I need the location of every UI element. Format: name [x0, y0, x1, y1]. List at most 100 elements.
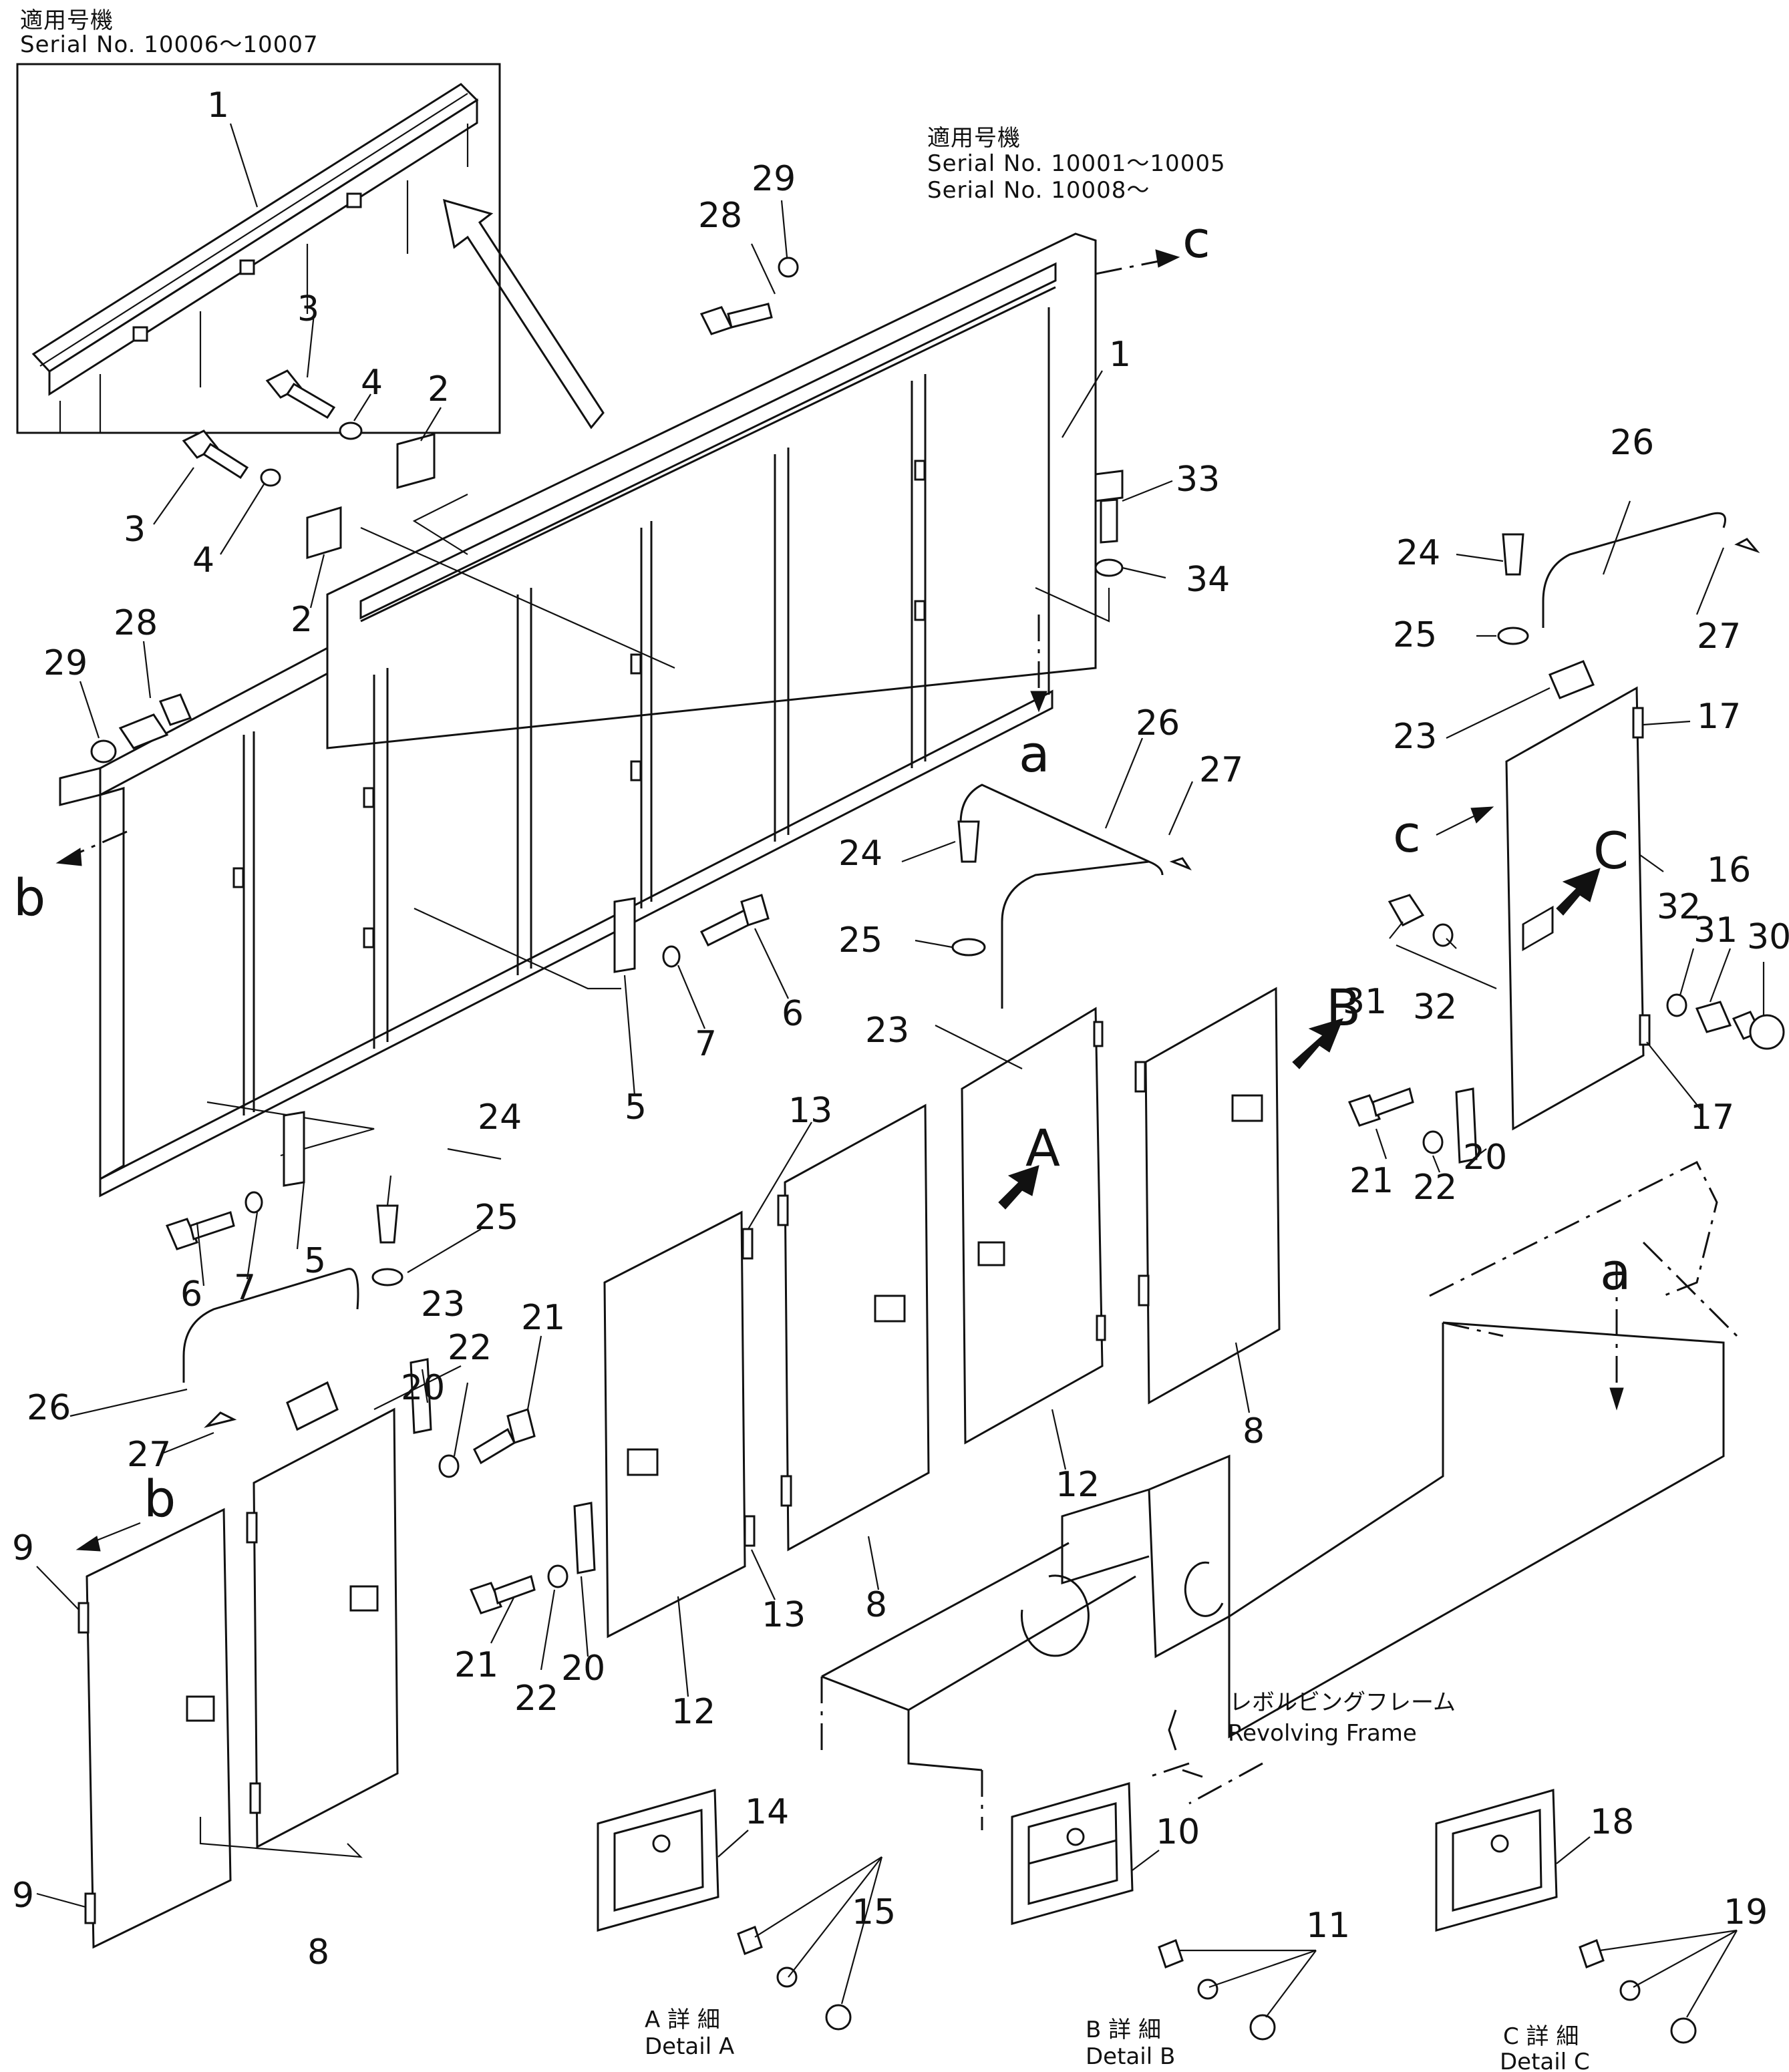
- detail-a-en: Detail A: [645, 2033, 734, 2060]
- washer-part-19: [1619, 1980, 1641, 2001]
- bolt-part-3-upper: [265, 369, 336, 419]
- callout-26: 26: [27, 1388, 71, 1428]
- callout-28: 28: [114, 603, 158, 643]
- callout-14: 14: [745, 1792, 789, 1832]
- latch-part-23: [1549, 660, 1595, 699]
- serial-header-top-center: 適用号機 Serial No. 10001～10005 Serial No. 1…: [927, 125, 1226, 204]
- main-rack-frame: [59, 232, 1097, 1198]
- callout-24: 24: [838, 834, 882, 874]
- washer-part-25: [1497, 627, 1529, 645]
- callout-3: 3: [297, 289, 319, 329]
- callout-8: 8: [1243, 1411, 1265, 1451]
- callout-20: 20: [561, 1649, 605, 1689]
- callout-22: 22: [448, 1328, 492, 1368]
- hinge-part-13: [742, 1228, 754, 1260]
- handle-recess: [874, 1294, 906, 1323]
- callout-22: 22: [1413, 1168, 1457, 1208]
- door-part-8-left-a: [77, 1508, 232, 1949]
- bolt-part-3-lower: [182, 429, 249, 480]
- bolt-part-6: [165, 1211, 235, 1250]
- callout-20: 20: [1463, 1138, 1507, 1178]
- washer-part-29: [90, 739, 117, 763]
- callout-21: 21: [454, 1645, 498, 1685]
- callout-3: 3: [124, 510, 146, 550]
- callout-7: 7: [234, 1268, 256, 1308]
- leader-lines: [36, 123, 1765, 2018]
- callout-17: 17: [1690, 1097, 1734, 1138]
- callout-31: 31: [1343, 982, 1387, 1022]
- detail-a-jp: A 詳 細: [645, 2007, 720, 2033]
- callout-19: 19: [1724, 1892, 1768, 1932]
- washer-part-22: [438, 1454, 460, 1478]
- view-arrow-b: [1292, 1018, 1343, 1069]
- nut-part-31: [1388, 894, 1425, 926]
- bracket-part-5: [613, 897, 636, 973]
- callout-33: 33: [1176, 460, 1220, 500]
- bolt-part-28-top: [699, 303, 773, 335]
- detail-a-parts: A 詳 細 Detail A: [597, 1789, 852, 2060]
- washer-part-11: [1197, 1978, 1218, 2000]
- serial-header-title: 適用号機: [927, 125, 1021, 152]
- callout-12: 12: [671, 1692, 715, 1732]
- section-arrow-c: c: [1095, 210, 1210, 275]
- washer-part-7: [245, 1191, 263, 1214]
- frame-label-jp: レボルビングフレーム: [1229, 1689, 1456, 1716]
- callout-4: 4: [192, 540, 214, 580]
- view-letter-B: B: [1326, 978, 1361, 1037]
- callout-25: 25: [474, 1198, 518, 1238]
- plate-part-2: [396, 433, 436, 489]
- callout-23: 23: [1393, 717, 1437, 757]
- washer-part-7: [662, 945, 681, 968]
- detail-c-parts: C 詳 細 Detail C: [1435, 1789, 1697, 2072]
- hinge: [1093, 1021, 1104, 1047]
- serial-header-title: 適用号機: [20, 7, 114, 34]
- callout-1: 1: [1109, 335, 1131, 375]
- callout-6: 6: [782, 994, 804, 1034]
- washer-part-22: [1422, 1130, 1444, 1154]
- serial-header-top-left: 適用号機 Serial No. 10006～10007: [20, 7, 319, 58]
- section-arrow-b: b: [13, 830, 128, 927]
- hinge: [246, 1512, 258, 1544]
- callout-2: 2: [428, 369, 450, 409]
- detail-c-jp: C 詳 細: [1503, 2023, 1579, 2050]
- inset-frame-variant: [16, 63, 501, 434]
- frame-label-en: Revolving Frame: [1228, 1720, 1417, 1747]
- callout-22: 22: [514, 1679, 558, 1719]
- hinge-part-9: [84, 1892, 96, 1924]
- hinge: [777, 1194, 789, 1226]
- callout-29: 29: [752, 159, 796, 199]
- door-part-8-left-b: [246, 1407, 399, 1849]
- callout-9: 9: [12, 1528, 34, 1568]
- hinge-part-9: [77, 1602, 90, 1634]
- revolving-frame: a: [820, 1160, 1738, 1830]
- callout-5: 5: [625, 1087, 647, 1128]
- callout-13: 13: [762, 1595, 806, 1635]
- bolt-part-21: [473, 1408, 536, 1465]
- handle-recess: [627, 1448, 659, 1476]
- door-part-8: [777, 1103, 930, 1552]
- bracket-part-20: [573, 1502, 596, 1574]
- bolt-part-33: [1094, 470, 1124, 544]
- section-arrow-c-door: c: [1393, 804, 1494, 864]
- callout-27: 27: [1199, 750, 1243, 790]
- washer-part-29: [778, 256, 799, 278]
- callout-5: 5: [304, 1241, 326, 1281]
- detail-b-en: Detail B: [1086, 2043, 1175, 2070]
- hinge: [1138, 1274, 1150, 1307]
- callout-2: 2: [291, 600, 313, 640]
- view-letter-c: c: [1182, 210, 1210, 269]
- inset-pointer-arrow: [443, 198, 605, 429]
- callout-31: 31: [1693, 910, 1738, 951]
- nut-part-31: [1695, 1001, 1732, 1033]
- plate-part-2: [306, 506, 342, 560]
- bracket-part-20: [1455, 1087, 1478, 1164]
- washer-part-34: [1094, 558, 1124, 577]
- callout-numbers: 1 1 3 3 4 4 2 2 28 29 28 29 33 34 26 27 …: [12, 85, 1789, 1972]
- serial-header-line: Serial No. 10001～10005: [927, 150, 1226, 177]
- callout-32: 32: [1413, 987, 1457, 1027]
- callout-9: 9: [12, 1876, 34, 1916]
- callout-24: 24: [1396, 533, 1440, 573]
- callout-21: 21: [521, 1298, 565, 1338]
- handle-group-right: [1497, 512, 1760, 699]
- serial-header-line: Serial No. 10006～10007: [20, 31, 319, 58]
